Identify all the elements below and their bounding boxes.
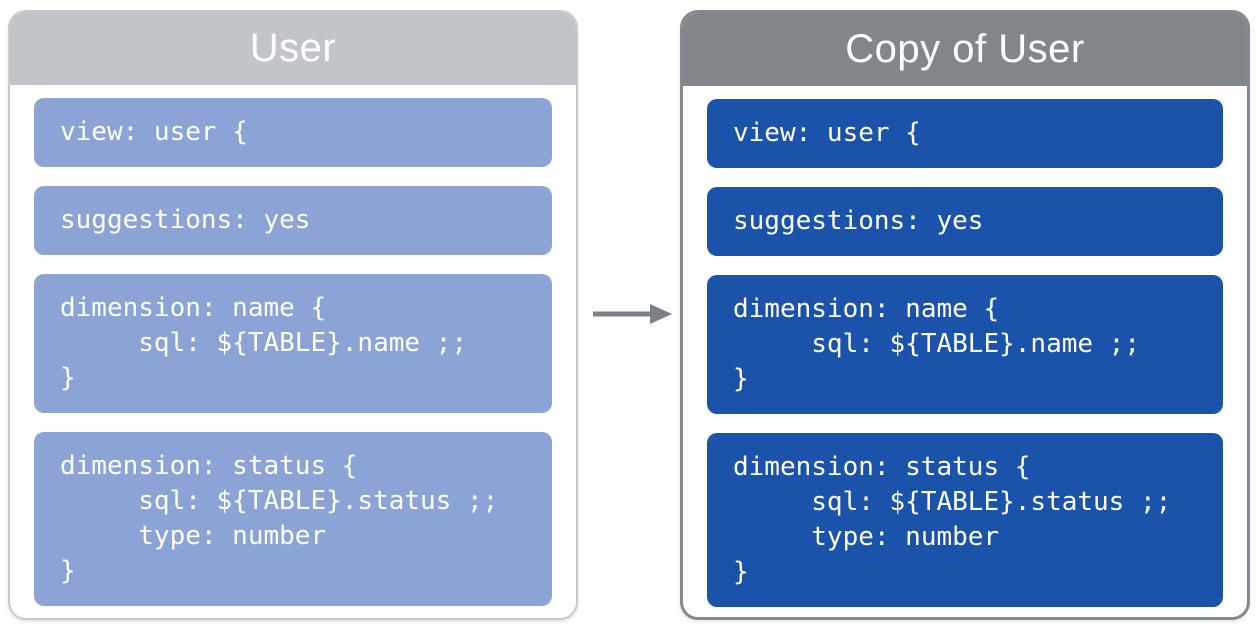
code-block-dimension-name-copy: dimension: name { sql: ${TABLE}.name ;; … <box>707 275 1223 414</box>
code-block-view: view: user { <box>34 98 552 167</box>
code-block-dimension-status-copy: dimension: status { sql: ${TABLE}.status… <box>707 433 1223 607</box>
copy-arrow-icon <box>590 302 674 326</box>
user-panel-header: User <box>10 12 576 85</box>
code-block-dimension-name: dimension: name { sql: ${TABLE}.name ;; … <box>34 274 552 413</box>
code-block-view-copy: view: user { <box>707 99 1223 168</box>
copy-of-user-panel-header: Copy of User <box>683 13 1247 86</box>
copy-of-user-panel: Copy of User view: user { suggestions: y… <box>680 10 1250 620</box>
code-block-suggestions: suggestions: yes <box>34 186 552 255</box>
user-panel-body: view: user { suggestions: yes dimension:… <box>10 85 576 618</box>
user-panel: User view: user { suggestions: yes dimen… <box>8 10 578 620</box>
code-block-dimension-status: dimension: status { sql: ${TABLE}.status… <box>34 432 552 606</box>
copy-of-user-panel-title: Copy of User <box>845 27 1085 71</box>
copy-of-user-panel-body: view: user { suggestions: yes dimension:… <box>683 86 1247 617</box>
user-panel-title: User <box>249 26 337 70</box>
code-block-suggestions-copy: suggestions: yes <box>707 187 1223 256</box>
